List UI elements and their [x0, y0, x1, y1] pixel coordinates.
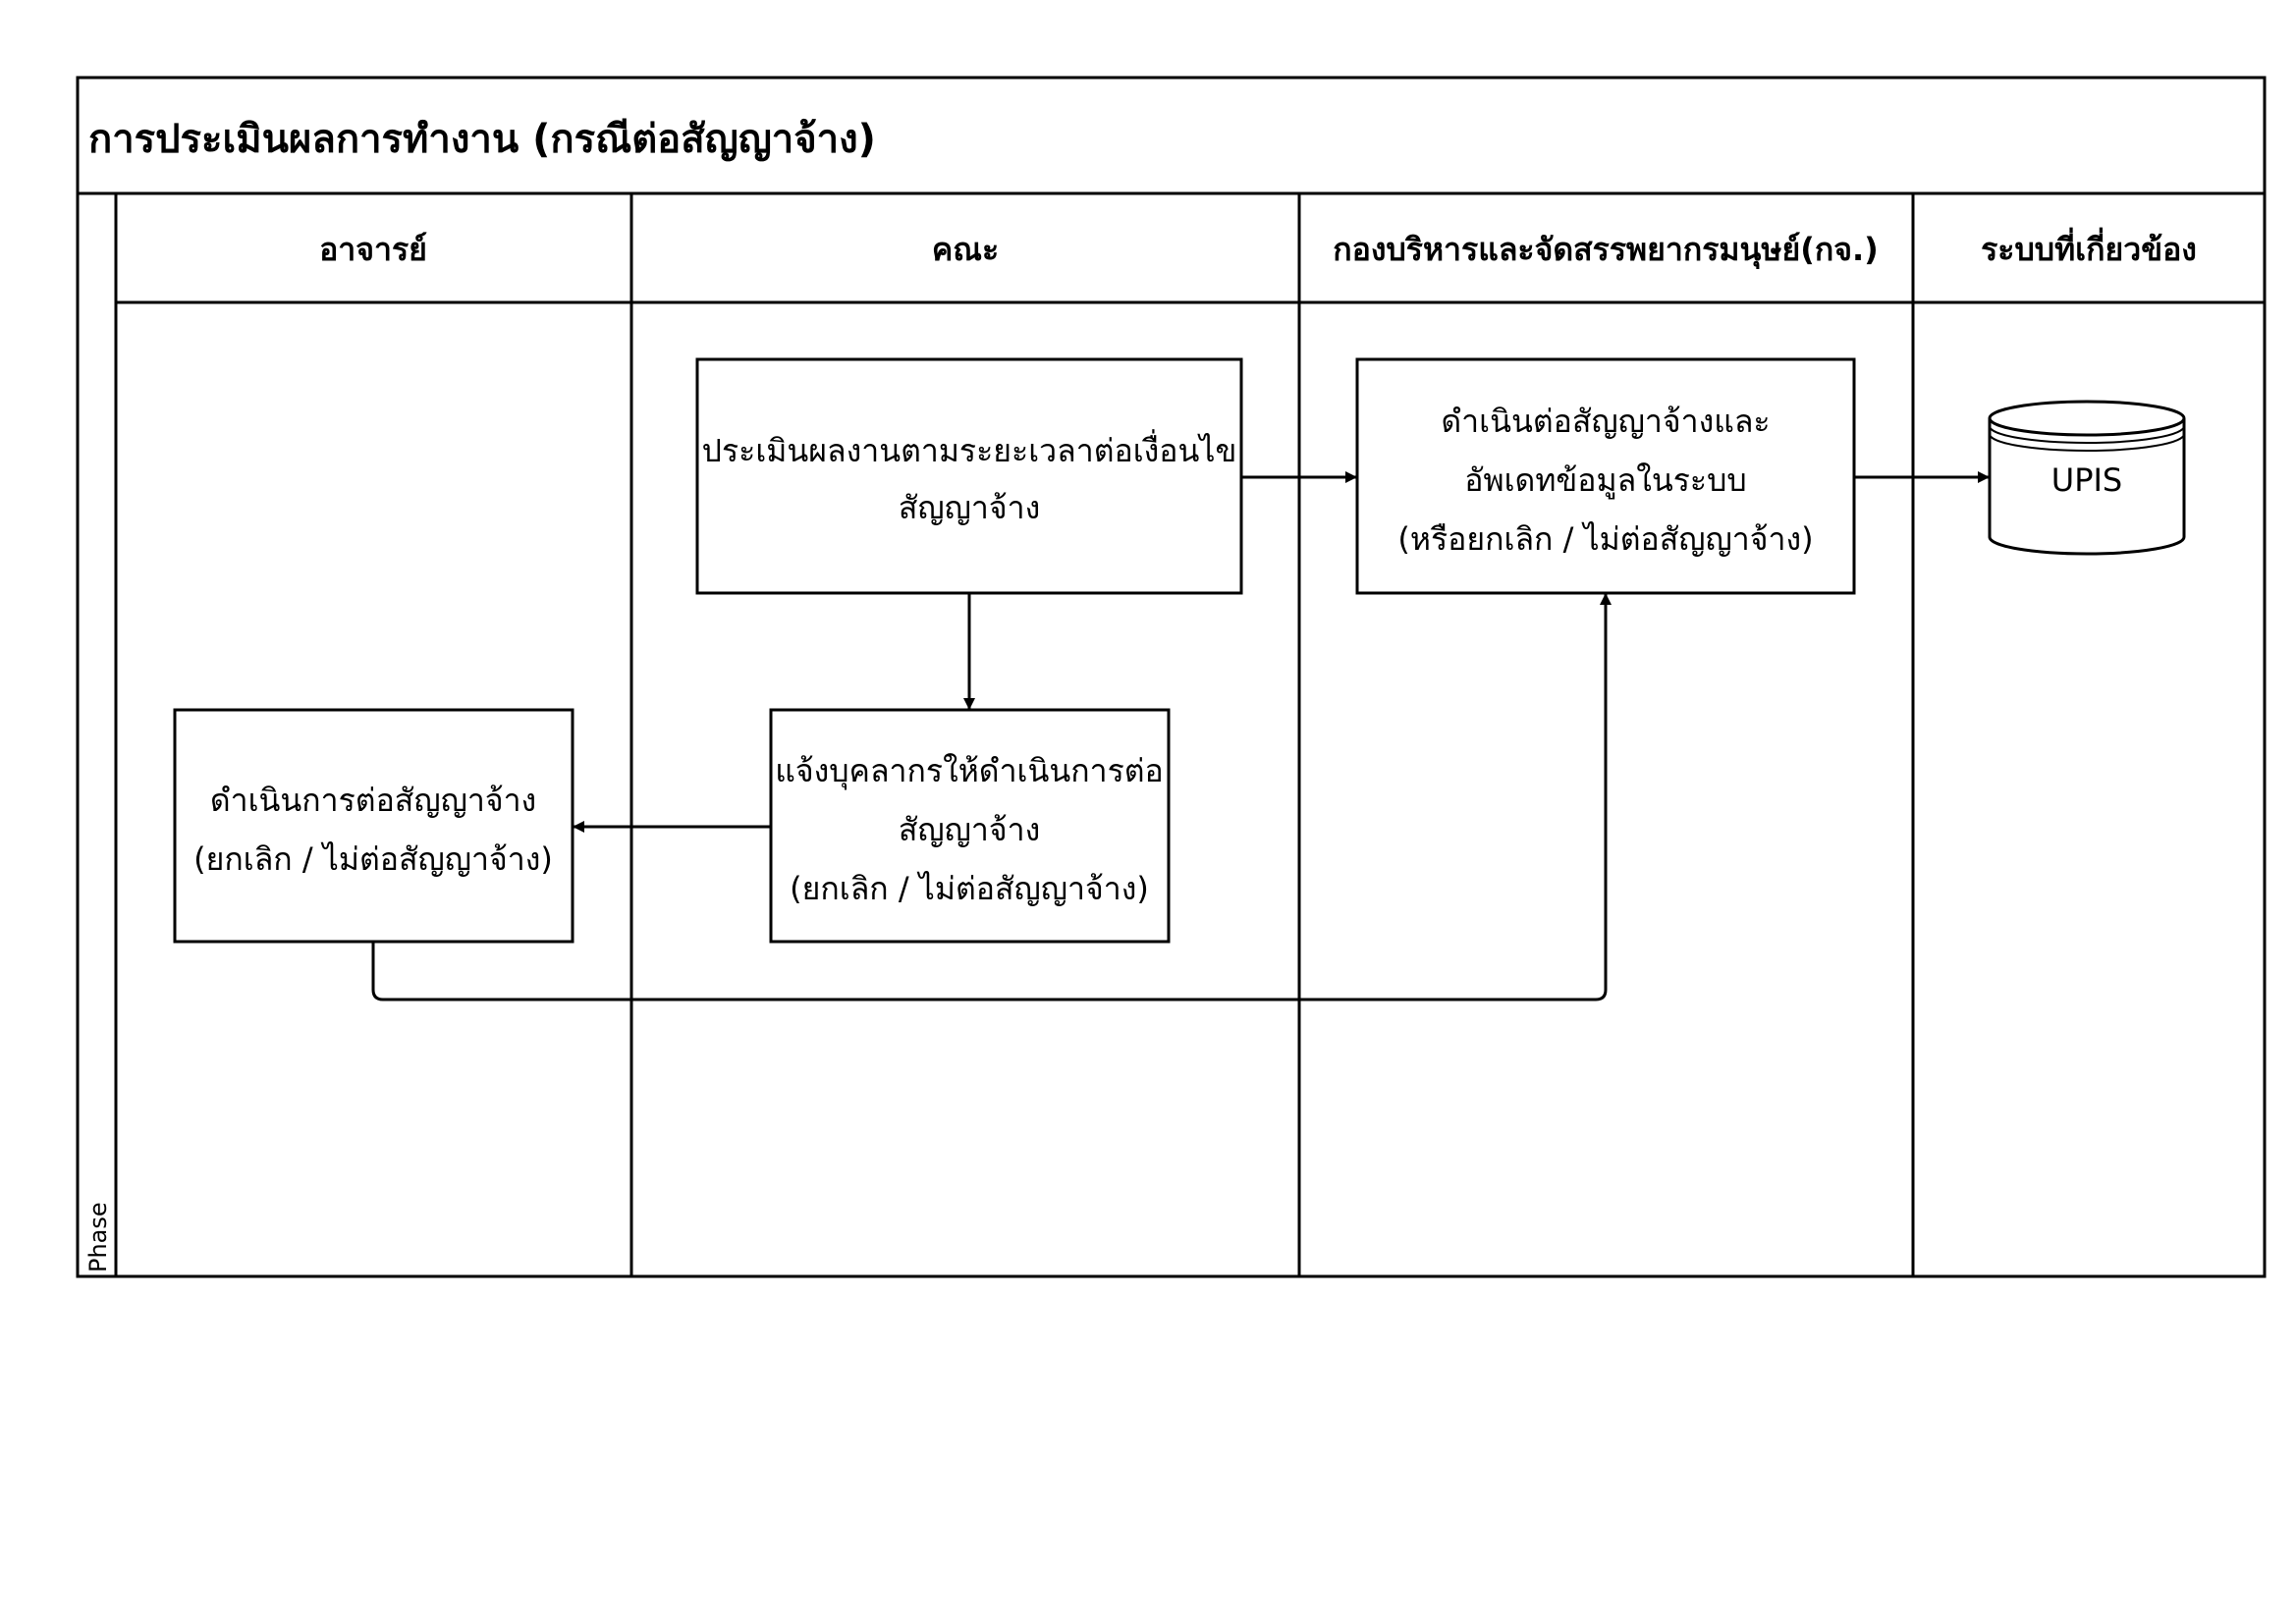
pool-frame [76, 76, 2267, 1278]
lane-header-related-systems: ระบบที่เกี่ยวข้อง [1981, 227, 2197, 268]
process-box-evaluate-performance [695, 357, 1243, 595]
process-box-notify-personnel-line-2: สัญญาจ้าง [899, 811, 1040, 848]
process-box-renew-contract-line-2: (ยกเลิก / ไม่ต่อสัญญาจ้าง) [193, 840, 553, 878]
process-box-notify-personnel-line-3: (ยกเลิก / ไม่ต่อสัญญาจ้าง) [790, 870, 1149, 907]
process-box-notify-personnel-line-1: แจ้งบุคลากรให้ดำเนินการต่อ [775, 752, 1164, 790]
process-box-evaluate-performance-line-2: สัญญาจ้าง [899, 489, 1040, 526]
lane-header-hr-division: กองบริหารและจัดสรรพยากรมนุษย์(กจ.) [1333, 231, 1879, 270]
phase-label: Phase [84, 1202, 112, 1272]
database-upis-label: UPIS [2051, 461, 2122, 499]
lane-header-instructor: อาจารย์ [319, 231, 427, 268]
process-box-update-system-line-1: ดำเนินต่อสัญญาจ้างและ [1441, 403, 1770, 440]
diagram-title: การประเมินผลการทำงาน (กรณีต่อสัญญาจ้าง) [88, 117, 876, 162]
arrow-renew-to-update [371, 593, 1612, 1001]
process-box-update-system-line-3: (หรือยกเลิก / ไม่ต่อสัญญาจ้าง) [1397, 520, 1813, 558]
process-box-notify-personnel [769, 708, 1171, 944]
process-box-update-system [1355, 357, 1856, 595]
lane-header-faculty: คณะ [932, 231, 999, 268]
process-box-evaluate-performance-line-1: ประเมินผลงานตามระยะเวลาต่อเงื่อนไข [702, 429, 1237, 469]
process-box-renew-contract-line-1: ดำเนินการต่อสัญญาจ้าง [210, 782, 536, 819]
process-box-renew-contract [173, 708, 574, 944]
process-box-update-system-line-2: อัพเดทข้อมูลในระบบ [1464, 461, 1746, 500]
database-upis [1988, 400, 2186, 556]
